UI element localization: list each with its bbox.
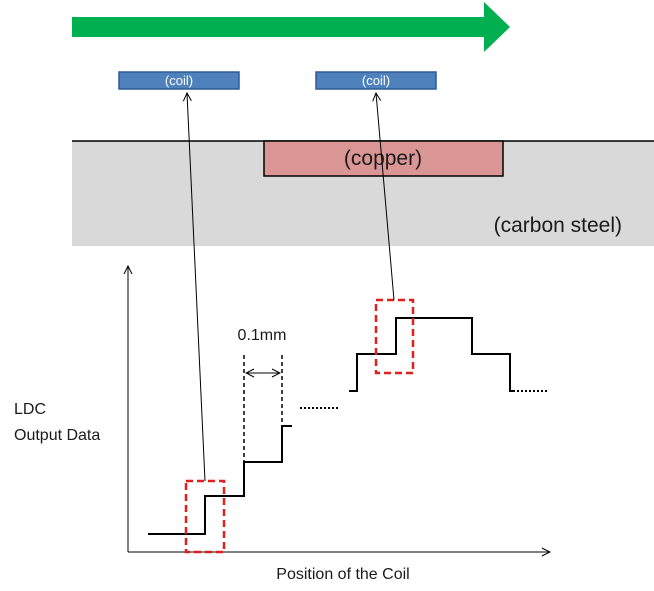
coil-right: (coil): [315, 71, 437, 90]
highlight-box-right: [374, 298, 415, 375]
coil-left: (coil): [118, 71, 240, 90]
y-axis-label-line2: Output Data: [14, 427, 100, 444]
connector-arrow-left: [187, 93, 206, 482]
coil-right-label: (coil): [362, 73, 390, 88]
coil-right-body: [315, 71, 437, 90]
step-signal-right: [349, 317, 515, 392]
coil-left-body: [118, 71, 240, 90]
copper-block: [263, 140, 504, 177]
copper-label: (copper): [344, 147, 422, 170]
connector-arrow-right: [376, 93, 395, 301]
carbon-steel-label: (carbon steel): [494, 214, 622, 237]
y-axis-label-line1: LDC: [14, 401, 46, 418]
step-signal-left: [148, 425, 292, 535]
x-axis-label: Position of the Coil: [276, 566, 409, 583]
coil-left-label: (coil): [165, 73, 193, 88]
motion-arrow-icon: [72, 2, 510, 52]
step-dim-label: 0.1mm: [238, 327, 287, 344]
highlight-box-left: [184, 479, 226, 554]
